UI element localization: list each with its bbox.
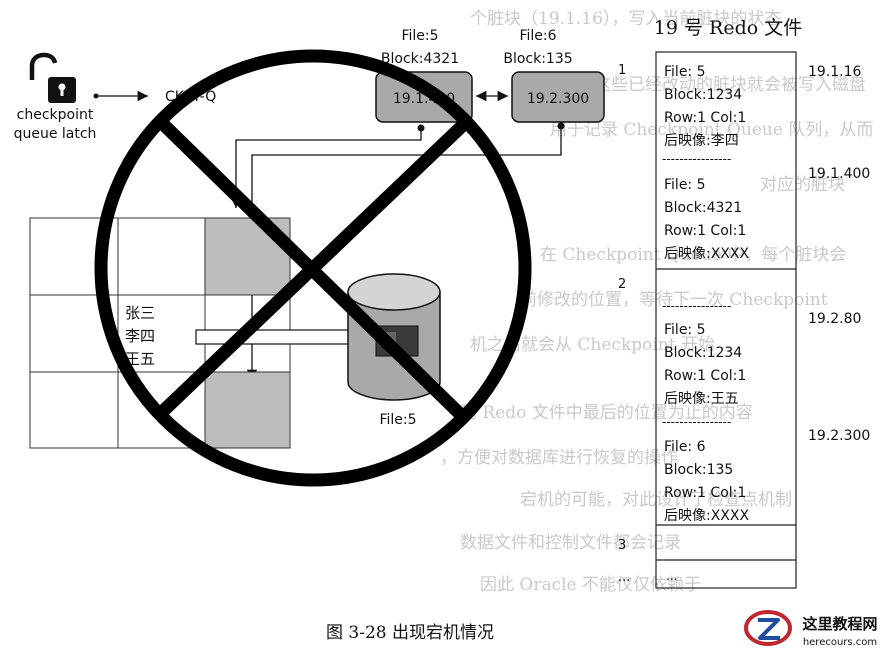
- buffer-row-1: 张三: [125, 304, 155, 322]
- bg-line: 到 Redo 文件中最后的位置为止的内容: [460, 403, 753, 423]
- buffer-row-3: 王五: [125, 350, 155, 368]
- datafile-label: File:5: [379, 412, 416, 428]
- figure-caption: 图 3-28 出现宕机情况: [326, 623, 494, 643]
- redo-record-rba: 19.2.300: [808, 428, 870, 444]
- redo-record: File: 5 Block:1234 Row:1 Col:1 后映像:王五 19…: [664, 311, 861, 407]
- site-logo: [744, 610, 792, 646]
- redo-record-line: Block:1234: [664, 345, 742, 361]
- crash-prohibited-sign: [94, 49, 532, 487]
- bg-line: 在 Checkpoint Queue 中，每个脏块会: [540, 245, 846, 265]
- bg-line: 用于记录 Checkpoint Queue 队列，从而: [550, 120, 873, 140]
- bg-line: 那么这些已经改动的脏块就会被写入磁盘: [560, 75, 866, 95]
- bg-line: 因此 Oracle 不能仅仅依赖于: [480, 575, 701, 595]
- watermark-cn: 这里教程网: [802, 615, 877, 633]
- background-text: 个脏块（19.1.16），写入当前脏块的状态 那么这些已经改动的脏块就会被写入磁…: [440, 9, 873, 595]
- redo-record-line: File: 5: [664, 177, 706, 193]
- bg-line: 个脏块（19.1.16），写入当前脏块的状态: [470, 9, 781, 29]
- redo-record-line: Block:1234: [664, 87, 742, 103]
- redo-record-line: Row:1 Col:1: [664, 223, 746, 239]
- redo-record-line: 后映像:王五: [664, 391, 739, 407]
- redo-record: File: 5 Block:4321 Row:1 Col:1 后映像:XXXX …: [664, 166, 870, 262]
- bg-line: ，方便对数据库进行恢复的操作: [440, 448, 678, 468]
- redo-record: File: 6 Block:135 Row:1 Col:1 后映像:XXXX 1…: [664, 428, 870, 524]
- redo-record-line: File: 6: [664, 439, 706, 455]
- redo-record-line: Row:1 Col:1: [664, 110, 746, 126]
- redo-record-line: 后映像:李四: [664, 133, 739, 149]
- block2-block-label: Block:135: [503, 51, 572, 67]
- redo-block-marker: 1: [618, 63, 626, 78]
- buffer-row-2: 李四: [125, 327, 155, 345]
- watermark-en: herecours.com: [803, 637, 877, 648]
- bg-line: 数据文件和控制文件都会记录: [460, 533, 681, 553]
- redo-record-rba: 19.2.80: [808, 311, 861, 327]
- redo-record-line: File: 5: [664, 64, 706, 80]
- latch-label-line2: queue latch: [14, 126, 97, 142]
- bg-line: 前修改的位置，等待下一次 Checkpoint: [520, 290, 828, 310]
- redo-record-line: 后映像:XXXX: [664, 508, 749, 524]
- block2-file-label: File:6: [519, 28, 556, 44]
- redo-record-line: Row:1 Col:1: [664, 485, 746, 501]
- redo-record-line: 后映像:XXXX: [664, 246, 749, 262]
- redo-record-line: Block:135: [664, 462, 733, 478]
- redo-record-line: File: 5: [664, 322, 706, 338]
- redo-separator: ----------------: [662, 152, 731, 166]
- redo-record: File: 5 Block:1234 Row:1 Col:1 后映像:李四 19…: [664, 64, 862, 149]
- redo-separator: ----------------: [662, 415, 731, 429]
- ckpt-queue-block-2: [511, 71, 605, 123]
- redo-separator: ----------------: [662, 299, 731, 313]
- dirty-buffer-135: [204, 371, 291, 449]
- redo-file-title: 19 号 Redo 文件: [654, 17, 802, 39]
- redo-record-rba: 19.1.400: [808, 166, 870, 182]
- padlock-icon: [29, 52, 76, 103]
- redo-record-line: Row:1 Col:1: [664, 368, 746, 384]
- redo-block-marker: 3: [618, 538, 626, 553]
- redo-block-marker: ...: [618, 570, 630, 585]
- block1-pointer: [230, 128, 422, 208]
- block1-block-label: Block:4321: [381, 51, 459, 67]
- redo-ellipsis: ...: [666, 569, 677, 583]
- redo-block-marker: 2: [618, 277, 626, 292]
- block1-file-label: File:5: [401, 28, 438, 44]
- bg-line: 机之后就会从 Checkpoint 开始: [470, 335, 715, 355]
- redo-record-rba: 19.1.16: [808, 64, 862, 80]
- block2-rba: 19.2.300: [527, 91, 589, 107]
- redo-record-line: Block:4321: [664, 200, 742, 216]
- redo-file-box: [655, 51, 797, 589]
- latch-label-line1: checkpoint: [17, 107, 94, 123]
- bg-line: 对应的脏块: [760, 175, 845, 195]
